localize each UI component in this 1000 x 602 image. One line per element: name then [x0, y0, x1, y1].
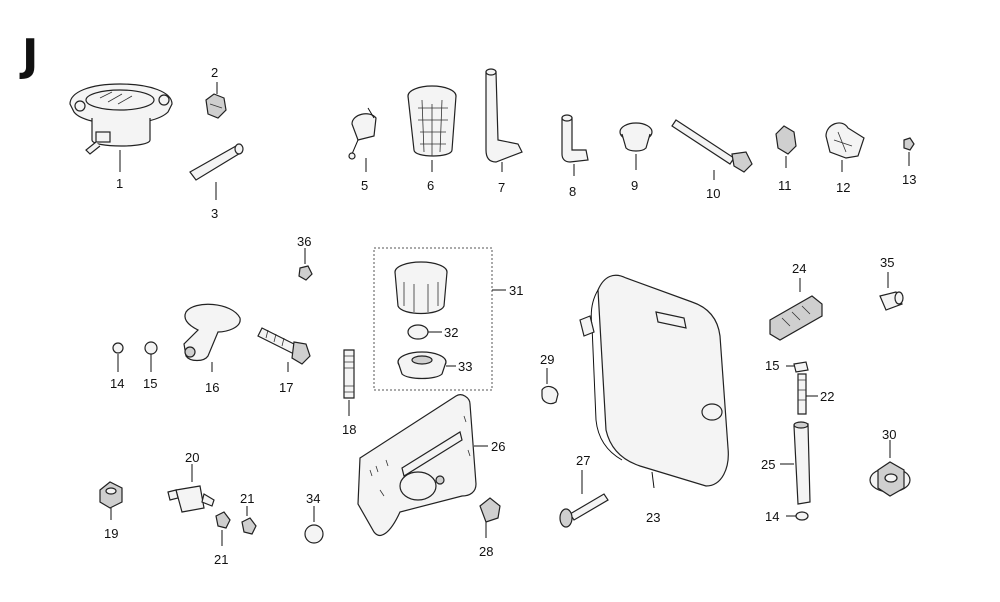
callout-36: 36 — [297, 234, 311, 249]
part-20-fuel-valve — [167, 464, 215, 513]
callout-2: 2 — [211, 65, 218, 80]
callout-5: 5 — [361, 178, 368, 193]
callout-34: 34 — [306, 491, 320, 506]
part-1-pump-body — [69, 83, 173, 172]
callout-15-left: 15 — [143, 376, 157, 391]
callout-1: 1 — [116, 176, 123, 191]
callout-29: 29 — [540, 352, 554, 367]
part-14-cap — [112, 342, 124, 372]
callout-35: 35 — [880, 255, 894, 270]
callout-7: 7 — [498, 180, 505, 195]
part-16-knob — [183, 303, 241, 372]
part-2-clip — [205, 82, 227, 119]
callout-23: 23 — [646, 510, 660, 525]
section-letter: J — [19, 30, 38, 81]
part-3-tube — [189, 143, 244, 200]
callout-28: 28 — [479, 544, 493, 559]
callout-21-lower: 21 — [214, 552, 228, 567]
callout-25: 25 — [761, 457, 775, 472]
part-35-sleeve — [879, 272, 904, 311]
callout-22: 22 — [820, 389, 834, 404]
part-12-hook-clip — [825, 122, 865, 172]
callout-16: 16 — [205, 380, 219, 395]
part-8-short-tube — [561, 114, 589, 176]
callout-32: 32 — [444, 325, 458, 340]
part-15-cap — [144, 341, 158, 372]
part-23-filter-box — [579, 274, 729, 489]
callout-18: 18 — [342, 422, 356, 437]
callout-13: 13 — [902, 172, 916, 187]
part-21-clamp-right — [241, 506, 257, 535]
part-21-clamp-left — [215, 511, 231, 546]
callout-20: 20 — [185, 450, 199, 465]
part-26-plate — [357, 394, 488, 536]
part-22-25-fastener-stack — [780, 361, 818, 521]
part-29-grommet — [541, 368, 559, 405]
part-28-grommet — [479, 497, 501, 538]
part-36-nut — [298, 248, 313, 281]
callout-14-left: 14 — [110, 376, 124, 391]
callout-31: 31 — [509, 283, 523, 298]
part-24-rubber-block — [769, 278, 823, 341]
callout-9: 9 — [631, 178, 638, 193]
callout-11: 11 — [778, 178, 792, 193]
callout-12: 12 — [836, 180, 850, 195]
callout-33: 33 — [458, 359, 472, 374]
part-13-nut — [903, 137, 915, 166]
callout-26: 26 — [491, 439, 505, 454]
callout-10: 10 — [706, 186, 720, 201]
part-10-bolt — [671, 119, 753, 180]
part-17-bolt — [257, 327, 311, 372]
callout-21-upper: 21 — [240, 491, 254, 506]
callout-8: 8 — [569, 184, 576, 199]
callout-30: 30 — [882, 427, 896, 442]
part-27-bolt — [559, 470, 609, 528]
callout-3: 3 — [211, 206, 218, 221]
callout-6: 6 — [427, 178, 434, 193]
callout-24: 24 — [792, 261, 806, 276]
part-19-nut — [99, 481, 123, 520]
part-18-stud — [343, 349, 355, 416]
part-6-strainer — [407, 85, 457, 172]
part-34-cap — [304, 506, 324, 544]
part-5-clip — [348, 107, 377, 172]
part-11-clip — [775, 125, 797, 168]
callout-15-right: 15 — [765, 358, 779, 373]
callout-17: 17 — [279, 380, 293, 395]
callout-14-right: 14 — [765, 509, 779, 524]
part-9-cap — [619, 122, 653, 170]
callout-27: 27 — [576, 453, 590, 468]
part-31-group — [373, 247, 506, 391]
part-7-fuel-tube — [485, 68, 523, 172]
callout-19: 19 — [104, 526, 118, 541]
part-30-flanged-nut — [869, 440, 911, 497]
